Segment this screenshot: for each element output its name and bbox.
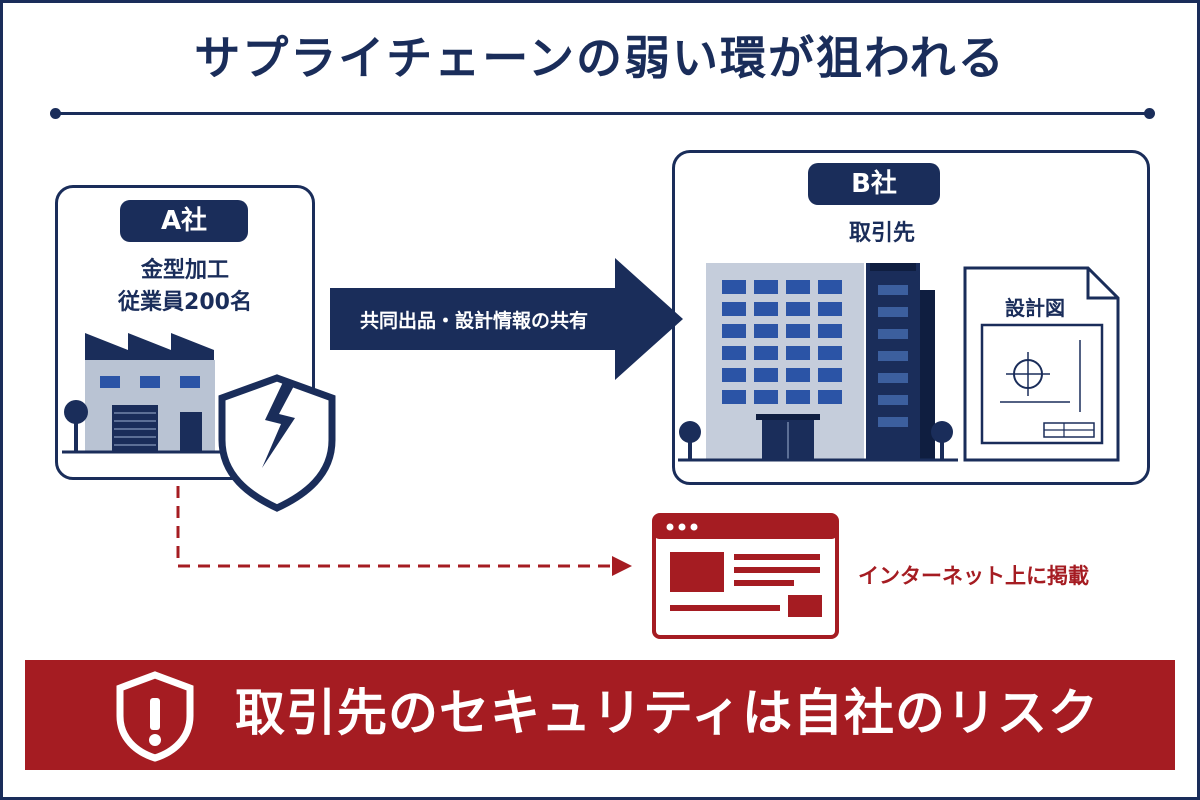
document-label: 設計図 (1005, 296, 1065, 320)
building-window (722, 302, 746, 316)
building-window (754, 280, 778, 294)
company-b-subtitle: 取引先 (848, 221, 915, 246)
building-window (754, 346, 778, 360)
banner-message: 取引先のセキュリティは自社のリスク (235, 684, 1099, 742)
factory-icon (62, 333, 225, 454)
blueprint-document-icon (963, 266, 1120, 462)
building-window (722, 346, 746, 360)
browser-window-icon (652, 513, 839, 639)
company-b-badge: B社 (808, 163, 940, 205)
building-window (818, 280, 842, 294)
building-window (818, 346, 842, 360)
building-window (818, 302, 842, 316)
building-window (722, 280, 746, 294)
building-window (722, 390, 746, 404)
building-window (722, 324, 746, 338)
building-window (786, 368, 810, 382)
building-window (722, 368, 746, 382)
building-window (818, 390, 842, 404)
company-a-badge: A社 (120, 200, 248, 242)
building-side-window (878, 285, 908, 295)
building-windows (722, 280, 842, 404)
building-window (786, 324, 810, 338)
office-building-icon (678, 263, 958, 462)
building-window (786, 302, 810, 316)
building-window (786, 280, 810, 294)
building-side-window (878, 417, 908, 427)
building-window (818, 368, 842, 382)
company-a-line2: 従業員200名 (118, 290, 252, 315)
building-window (754, 302, 778, 316)
building-side-window (878, 307, 908, 317)
leak-path-arrow (176, 486, 632, 576)
company-a-line1: 金型加工 (140, 258, 229, 283)
title-divider (50, 108, 1155, 119)
building-window (818, 324, 842, 338)
building-window (786, 346, 810, 360)
building-window (786, 390, 810, 404)
building-window (754, 324, 778, 338)
warning-banner: 取引先のセキュリティは自社のリスク (25, 660, 1175, 770)
broken-shield-icon (218, 374, 336, 512)
page-title: サプライチェーンの弱い環が狙われる (194, 31, 1006, 85)
building-side-window (878, 329, 908, 339)
building-window (754, 368, 778, 382)
leak-label: インターネット上に掲載 (858, 564, 1089, 588)
building-side-window (878, 373, 908, 383)
warning-shield-icon (116, 671, 194, 762)
divider-dot-left (50, 108, 61, 119)
flow-arrow (330, 258, 683, 380)
building-window (754, 390, 778, 404)
divider-dot-right (1144, 108, 1155, 119)
building-side-window (878, 351, 908, 361)
flow-arrow-label: 共同出品・設計情報の共有 (360, 310, 589, 332)
building-side-window (878, 395, 908, 405)
